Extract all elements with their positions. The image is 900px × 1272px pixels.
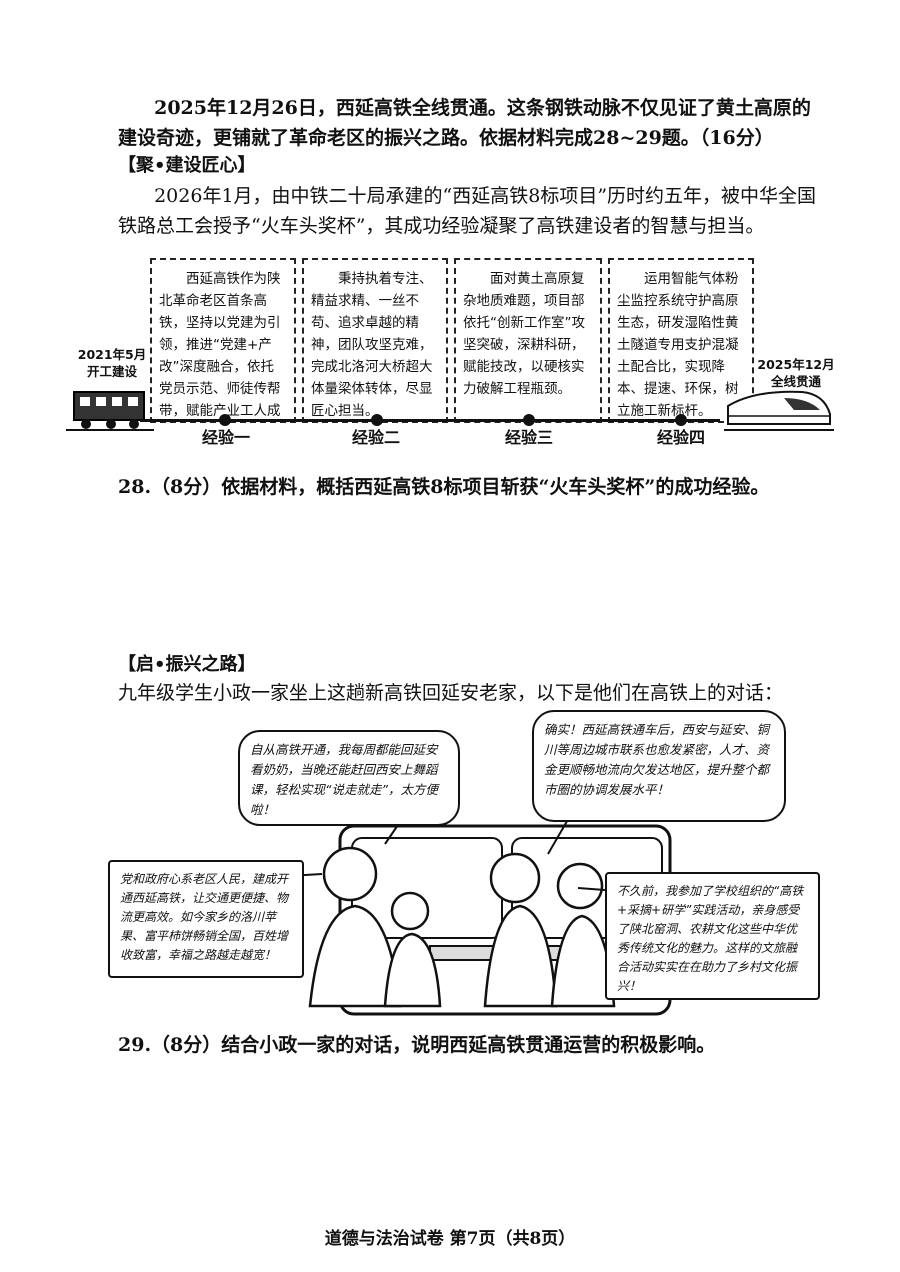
timeline-dot-1 [219, 414, 231, 426]
section1-text: 2026年1月，由中铁二十局承建的“西延高铁8标项目”历时约五年，被中华全国铁路… [118, 185, 817, 237]
question-28: 28.（8分）依据材料，概括西延高铁8标项目斩获“火车头奖杯”的成功经验。 [118, 476, 770, 498]
bubble-father: 党和政府心系老区人民，建成开通西延高铁，让交通更便捷、物流更高效。如今家乡的洛川… [108, 860, 304, 978]
timeline-start-tag: 2021年5月 开工建设 [72, 346, 152, 380]
bubble-mother: 确实！西延高铁通车后，西安与延安、铜川等周边城市联系也愈发紧密，人才、资金更顺畅… [532, 710, 786, 822]
section2-text: 九年级学生小政一家坐上这趟新高铁回延安老家，以下是他们在高铁上的对话： [118, 682, 784, 704]
experience-box-4: 运用智能气体粉尘监控系统守护高原生态，研发湿陷性黄土隧道专用支护混凝土配合比，实… [608, 258, 754, 423]
page-footer: 道德与法治试卷 第7页（共8页） [324, 1229, 576, 1249]
section2-title: 【启•振兴之路】 [118, 654, 256, 675]
timeline-label-2: 经验二 [352, 428, 401, 447]
experience-box-3: 面对黄土高原复杂地质难题，项目部依托“创新工作室”攻坚突破，深耕科研，赋能技改，… [454, 258, 602, 423]
timeline-end-event: 全线贯通 [770, 374, 821, 389]
timeline-axis [140, 419, 720, 422]
train-family-illustration [287, 815, 672, 1016]
steam-train-icon [66, 391, 154, 431]
timeline-start-event: 开工建设 [86, 364, 137, 379]
timeline-end-tag: 2025年12月 全线贯通 [756, 356, 836, 390]
experience-box-1: 西延高铁作为陕北革命老区首条高铁，坚持以党建为引领，推进“党建+产改”深度融合，… [150, 258, 296, 423]
intro-paragraph: 2025年12月26日，西延高铁全线贯通。这条钢铁动脉不仅见证了黄土高原的建设奇… [118, 97, 811, 149]
bubble-boy: 不久前，我参加了学校组织的“高铁+采摘+研学”实践活动，亲身感受了陕北窑洞、农耕… [605, 872, 820, 1000]
timeline-label-1: 经验一 [202, 428, 251, 447]
timeline-label-3: 经验三 [505, 428, 554, 447]
timeline-dot-2 [371, 414, 383, 426]
question-29: 29.（8分）结合小政一家的对话，说明西延高铁贯通运营的积极影响。 [118, 1034, 716, 1056]
high-speed-train-icon [724, 390, 834, 431]
timeline-end-date: 2025年12月 [757, 357, 835, 372]
timeline-dot-3 [523, 414, 535, 426]
section1-title: 【聚•建设匠心】 [118, 155, 256, 176]
bubble-child: 自从高铁开通，我每周都能回延安看奶奶，当晚还能赶回西安上舞蹈课，轻松实现“说走就… [238, 730, 460, 826]
experience-box-2: 秉持执着专注、精益求精、一丝不苟、追求卓越的精神，团队攻坚克难，完成北洛河大桥超… [302, 258, 448, 423]
timeline-label-4: 经验四 [657, 428, 706, 447]
timeline-start-date: 2021年5月 [77, 347, 147, 362]
timeline-dot-4 [675, 414, 687, 426]
